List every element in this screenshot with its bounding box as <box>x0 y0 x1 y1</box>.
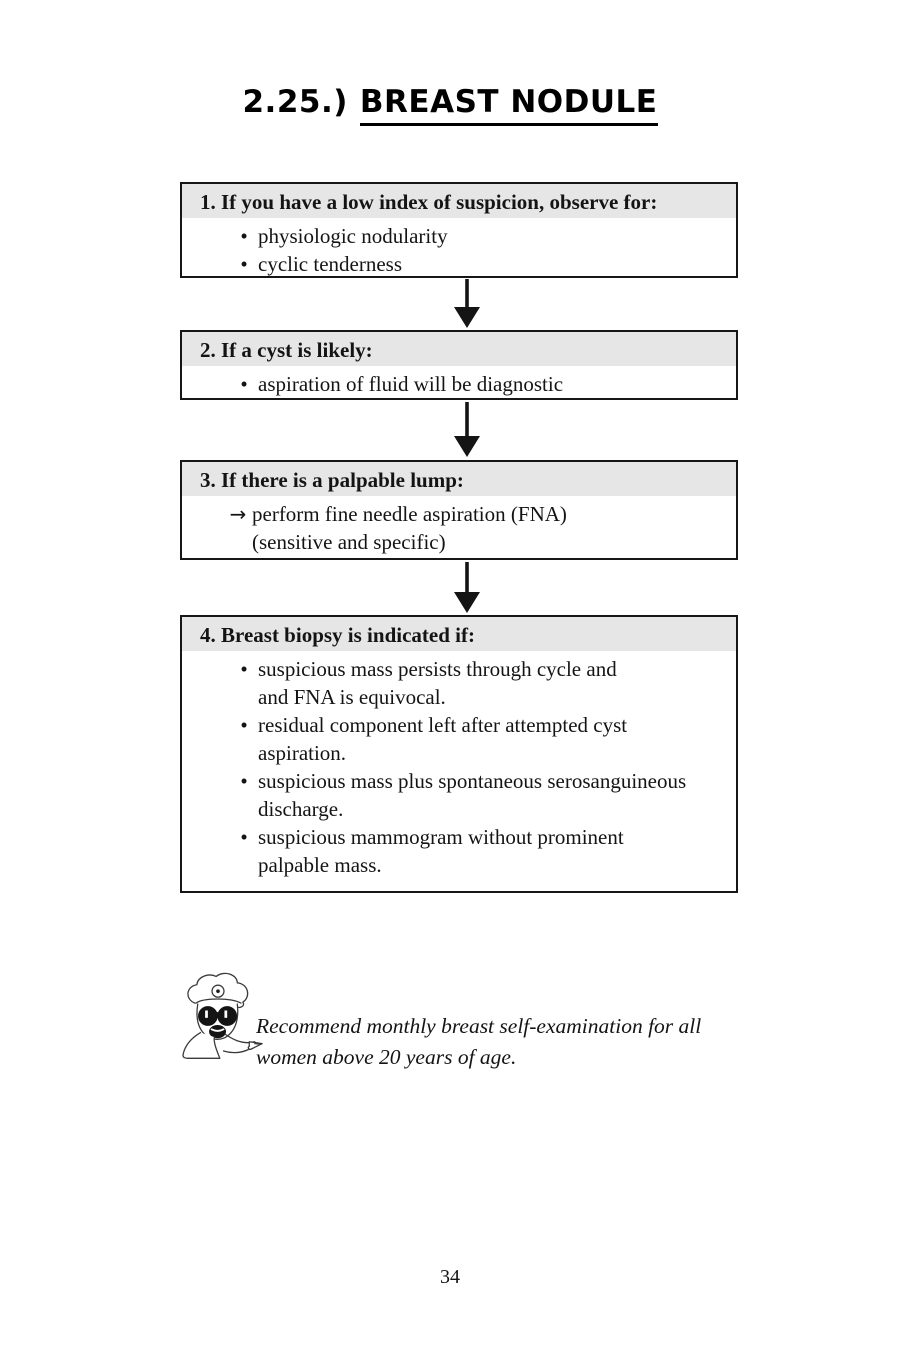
flow-box-2-header: 2. If a cyst is likely: <box>182 332 736 366</box>
flow-box-2-body: • aspiration of fluid will be diagnostic <box>182 366 736 402</box>
bullet-icon: • <box>240 224 248 248</box>
list-item-text: residual component left after attempted … <box>258 713 628 765</box>
flow-box-4-body: • suspicious mass persists through cycle… <box>182 651 736 883</box>
flow-box-4-header: 4. Breast biopsy is indicated if: <box>182 617 736 651</box>
list-item: • physiologic nodularity <box>182 222 736 250</box>
bullet-icon: • <box>240 713 248 737</box>
bullet-icon: • <box>240 657 248 681</box>
right-arrow-icon: → <box>229 502 247 526</box>
page-title: 2.25.) BREAST NODULE <box>0 84 900 126</box>
flow-box-3-header: 3. If there is a palpable lump: <box>182 462 736 496</box>
bullet-icon: • <box>240 825 248 849</box>
list-item: • residual component left after attempte… <box>182 711 736 767</box>
flow-box-1-body: • physiologic nodularity • cyclic tender… <box>182 218 736 282</box>
list-item-text: suspicious mass persists through cycle a… <box>258 657 617 709</box>
list-item: • suspicious mammogram without prominent… <box>182 823 736 879</box>
list-item-text: suspicious mammogram without prominent p… <box>258 825 624 877</box>
section-number: 2.25.) <box>242 84 348 120</box>
flow-box-1: 1. If you have a low index of suspicion,… <box>180 182 738 278</box>
doctor-icon <box>182 972 263 1059</box>
list-item: → perform fine needle aspiration (FNA) (… <box>182 500 736 556</box>
down-arrow-icon <box>454 402 480 457</box>
flow-box-4: 4. Breast biopsy is indicated if: • susp… <box>180 615 738 893</box>
note-text: Recommend monthly breast self-examinatio… <box>256 1014 702 1069</box>
bullet-icon: • <box>240 769 248 793</box>
down-arrow-icon <box>454 562 480 613</box>
page-number: 34 <box>440 1266 460 1288</box>
list-item-text: cyclic tenderness <box>258 252 403 276</box>
section-title: BREAST NODULE <box>359 84 658 126</box>
flow-box-3-body: → perform fine needle aspiration (FNA) (… <box>182 496 736 560</box>
list-item: • suspicious mass plus spontaneous seros… <box>182 767 736 823</box>
list-item-text: perform fine needle aspiration (FNA) (se… <box>252 502 567 554</box>
list-item-text: aspiration of fluid will be diagnostic <box>258 372 564 396</box>
flow-box-3: 3. If there is a palpable lump: → perfor… <box>180 460 738 560</box>
down-arrow-icon <box>454 279 480 328</box>
flow-box-2: 2. If a cyst is likely: • aspiration of … <box>180 330 738 400</box>
list-item: • aspiration of fluid will be diagnostic <box>182 370 736 398</box>
list-item-text: physiologic nodularity <box>258 224 448 248</box>
bullet-icon: • <box>240 252 248 276</box>
list-item-text: suspicious mass plus spontaneous serosan… <box>258 769 687 821</box>
list-item: • cyclic tenderness <box>182 250 736 278</box>
bullet-icon: • <box>240 372 248 396</box>
flow-box-1-header: 1. If you have a low index of suspicion,… <box>182 184 736 218</box>
list-item: • suspicious mass persists through cycle… <box>182 655 736 711</box>
